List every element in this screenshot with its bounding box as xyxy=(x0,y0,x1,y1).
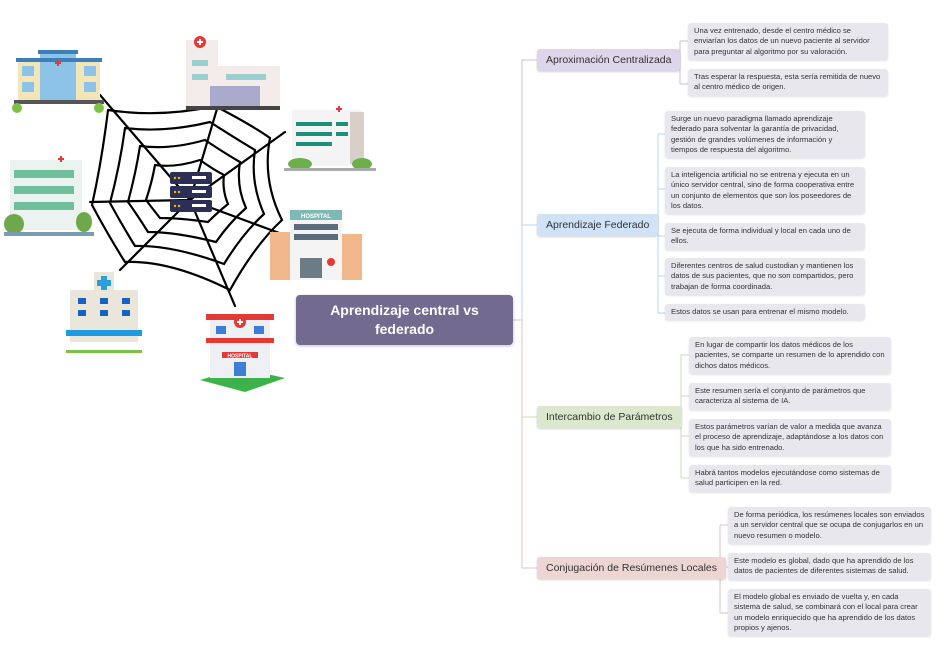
hospital-building-icon xyxy=(186,36,280,110)
leaf-node[interactable]: Surge un nuevo paradigma llamado aprendi… xyxy=(665,111,865,159)
leaf-node[interactable]: Una vez entrenado, desde el centro médic… xyxy=(688,23,888,60)
branch-intercambio-parametros[interactable]: Intercambio de Parámetros xyxy=(537,406,682,428)
server-rack-icon xyxy=(170,172,212,212)
hospital-building-icon xyxy=(12,50,104,113)
root-label: Aprendizaje central vs federado xyxy=(330,302,479,337)
web-network xyxy=(88,90,292,308)
hospital-building-icon xyxy=(66,272,142,353)
hospital-building-icon: HOSPITAL xyxy=(200,314,285,392)
branch-label: Aproximación Centralizada xyxy=(546,54,672,66)
leaf-node[interactable]: Diferentes centros de salud custodian y … xyxy=(665,258,865,295)
branch-aproximacion-centralizada[interactable]: Aproximación Centralizada xyxy=(537,49,681,71)
leaf-node[interactable]: La inteligencia artificial no se entrena… xyxy=(665,167,865,215)
hospital-sign: HOSPITAL xyxy=(301,214,331,220)
branch-aprendizaje-federado[interactable]: Aprendizaje Federado xyxy=(537,214,659,236)
branch-label: Intercambio de Parámetros xyxy=(546,411,673,423)
leaf-node[interactable]: Este resumen sería el conjunto de paráme… xyxy=(689,383,891,410)
hospital-building-icon: HOSPITAL xyxy=(270,210,362,280)
leaf-node[interactable]: De forma periódica, los resúmenes locale… xyxy=(728,507,931,544)
branch-label: Aprendizaje Federado xyxy=(546,219,650,231)
branch-label: Conjugación de Resúmenes Locales xyxy=(546,562,718,574)
hospital-building-icon xyxy=(4,156,94,236)
leaf-node[interactable]: Estos parámetros varían de valor a medid… xyxy=(689,419,891,456)
leaf-node[interactable]: El modelo global es enviado de vuelta y,… xyxy=(728,589,931,637)
leaf-node[interactable]: En lugar de compartir los datos médicos … xyxy=(689,337,891,374)
root-node[interactable]: Aprendizaje central vs federado xyxy=(296,295,513,345)
leaf-node[interactable]: Estos datos se usan para entrenar el mis… xyxy=(665,304,865,321)
leaf-node[interactable]: Se ejecuta de forma individual y local e… xyxy=(665,223,865,250)
leaf-node[interactable]: Habrá tantos modelos ejecutándose como s… xyxy=(689,465,891,492)
hospital-sign: HOSPITAL xyxy=(228,354,253,360)
federated-network-illustration: HOSPITAL HOSPITAL xyxy=(4,36,376,392)
branch-conjugacion-resumenes[interactable]: Conjugación de Resúmenes Locales xyxy=(537,557,727,579)
leaf-node[interactable]: Tras esperar la respuesta, esta sería re… xyxy=(688,69,888,96)
leaf-node[interactable]: Este modelo es global, dado que ha apren… xyxy=(728,553,931,580)
hospital-building-icon xyxy=(284,106,376,171)
